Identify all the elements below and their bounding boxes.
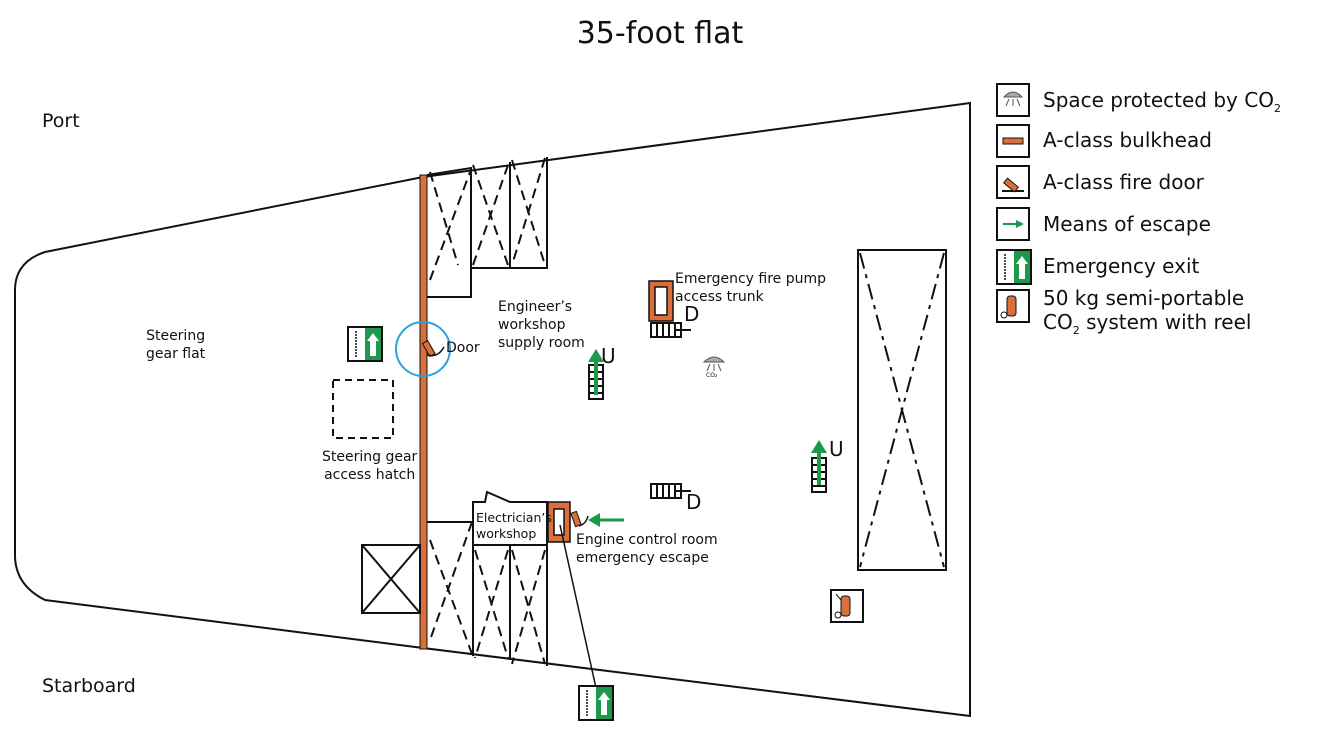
label-line: Engineer’s [498,299,573,315]
emergency-exit-icon [347,326,383,362]
legend-emergency-exit: Emergency exit [1043,254,1200,278]
machinery-casing [857,249,947,571]
port-label: Port [42,110,80,132]
label-line: Engine control room [576,532,718,548]
label-line: Electrician’s [476,510,552,525]
legend-sub: 2 [1273,102,1281,115]
co2-nozzle-icon [702,356,726,372]
emergency-exit-icon [578,685,614,721]
ladder-down-label: D [684,302,700,326]
fire-pump-label: Emergency fire pump access trunk [675,270,826,306]
upper-stores [426,157,548,298]
label-line: gear flat [146,346,206,362]
legend-sub: 2 [1072,324,1080,337]
electricians-workshop-room [472,490,548,546]
label-line: emergency escape [576,550,709,566]
ecr-escape-label: Engine control room emergency escape [576,531,718,567]
escape-arrow-icon [811,440,827,485]
escape-arrow-icon [588,513,624,527]
steering-hatch-label: Steering gear access hatch [322,448,417,484]
steering-gear-flat-label: Steering gear flat [146,327,205,363]
label-line: Steering [146,328,206,344]
legend-fire-door: A-class fire door [1043,170,1204,194]
legend-co2-space: Space protected by CO2 [1043,90,1281,119]
engineers-workshop-label: Engineer’s workshop supply room [498,298,585,352]
ladder-down-label: D [686,490,702,514]
label-line: access hatch [324,467,416,483]
legend-emergency-exit-icon [996,249,1032,285]
hull-outline [14,101,971,718]
door-highlight-circle [395,321,451,377]
door-label: Door [446,340,480,356]
hatch-square [361,544,421,614]
co2-label: CO₂ [706,372,718,379]
legend-label: 50 kg semi-portable [1043,286,1245,310]
ladder-up-label: U [601,344,616,368]
legend-label: system with reel [1079,310,1252,334]
ecr-fire-door [570,510,582,528]
escape-arrow-icon [588,349,604,395]
ladder-up-label: U [829,437,844,461]
co2-cylinder-icon [830,589,864,623]
legend-icons [996,83,1030,241]
legend-co2-cylinder-icon [996,289,1030,323]
a-class-bulkhead [419,174,428,650]
lower-stores [427,490,548,666]
label-line: workshop [498,317,566,333]
label-line: Emergency fire pump [675,271,827,287]
label-line: Steering gear [322,449,418,465]
ladder-icon [650,483,692,499]
label-line: workshop [476,526,537,541]
label-line: supply room [498,335,585,351]
legend-escape: Means of escape [1043,212,1211,236]
ecr-escape-leader [559,524,597,689]
page-title: 35-foot flat [576,16,744,51]
steering-gear-access-hatch [332,379,394,439]
starboard-label: Starboard [42,675,136,697]
legend-label: Space protected by CO [1043,88,1274,112]
legend-label: CO [1043,310,1073,334]
legend-bulkhead: A-class bulkhead [1043,128,1212,152]
label-line: access trunk [675,289,764,305]
